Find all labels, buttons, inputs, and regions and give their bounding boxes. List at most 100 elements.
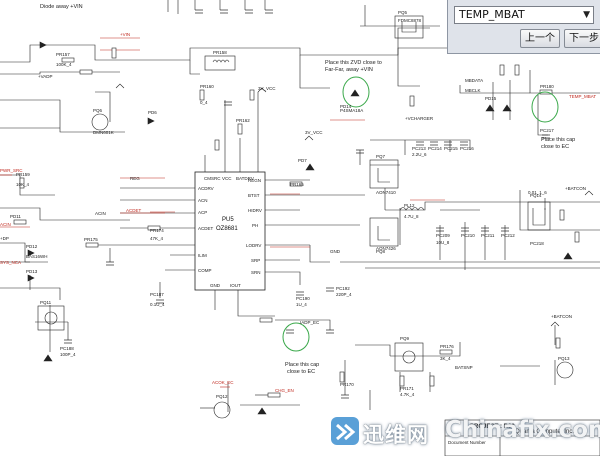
- svg-text:100K_4: 100K_4: [56, 62, 72, 67]
- svg-text:CHG_EN: CHG_EN: [275, 388, 294, 393]
- svg-text:PWR_SRC: PWR_SRC: [0, 168, 23, 173]
- svg-text:PC212: PC212: [501, 233, 515, 238]
- svg-text:PR171: PR171: [400, 386, 414, 391]
- svg-text:ACIN: ACIN: [0, 222, 11, 227]
- net-wire-group: [0, 37, 445, 388]
- svg-text:VCC: VCC: [222, 176, 232, 181]
- diode-group: [27, 41, 573, 415]
- svg-text:+BATCON: +BATCON: [565, 186, 586, 191]
- svg-text:PR160: PR160: [200, 84, 214, 89]
- svg-text:100P_4: 100P_4: [60, 352, 76, 357]
- svg-text:REGN: REGN: [248, 178, 261, 183]
- svg-text:close to EC: close to EC: [541, 144, 569, 150]
- svg-text:PQ6: PQ6: [93, 108, 103, 113]
- search-value: TEMP_MBAT: [459, 8, 525, 21]
- svg-text:AON7410: AON7410: [376, 190, 396, 195]
- watermark-cn: 迅维网: [363, 423, 429, 447]
- svg-text:PR158: PR158: [213, 50, 227, 55]
- svg-text:PC210: PC210: [461, 233, 475, 238]
- ic-pu5: PU5 OZ8681 ACDRV ACN ACP ACDET ILIM COMP…: [194, 171, 266, 291]
- svg-text:FDMC8878: FDMC8878: [398, 18, 422, 23]
- svg-text:Place this cap: Place this cap: [285, 362, 319, 368]
- svg-text:ACN: ACN: [198, 198, 208, 203]
- search-dropdown[interactable]: TEMP_MBAT ▼: [454, 6, 594, 24]
- svg-text:0.01_1_6: 0.01_1_6: [528, 190, 547, 195]
- svg-text:PD11: PD11: [10, 214, 21, 219]
- svg-text:REG: REG: [130, 176, 140, 181]
- chevron-down-icon[interactable]: ▼: [583, 10, 590, 20]
- svg-text:4.7U_8: 4.7U_8: [404, 214, 419, 219]
- svg-text:PC214: PC214: [428, 146, 442, 151]
- svg-text:ACDRV: ACDRV: [198, 186, 214, 191]
- title-company: Quanta Computer Inc.: [515, 429, 574, 435]
- svg-text:PQ13: PQ13: [558, 356, 570, 361]
- title-block: [444, 419, 600, 456]
- watermark-en: Chinafix.com: [445, 417, 600, 443]
- find-toolbar: TEMP_MBAT ▼ 上一个 下一步: [447, 0, 600, 54]
- svg-text:+VCHARGER: +VCHARGER: [405, 116, 434, 121]
- svg-text:PR157: PR157: [56, 52, 70, 57]
- svg-text:220P_4: 220P_4: [336, 292, 352, 297]
- svg-text:Far-Far, away +VIN: Far-Far, away +VIN: [325, 67, 373, 73]
- capacitor-group: [64, 9, 550, 399]
- power-symbol-group: [115, 83, 594, 327]
- svg-text:PR175: PR175: [84, 237, 98, 242]
- next-result-button[interactable]: 下一步: [564, 29, 600, 48]
- svg-text:PR162: PR162: [236, 118, 250, 123]
- svg-text:DMN601K: DMN601K: [93, 130, 114, 135]
- prev-result-button[interactable]: 上一个: [520, 29, 560, 48]
- svg-text:PR170: PR170: [340, 382, 354, 387]
- ic-ref: PU5: [222, 217, 234, 223]
- svg-text:PH: PH: [252, 223, 258, 228]
- title-project: PROJECT : R63: [470, 424, 515, 430]
- svg-text:PQ8: PQ8: [376, 249, 386, 254]
- xunwei-logo-icon: [331, 417, 359, 445]
- highlight-circle-group: [282, 76, 559, 352]
- svg-text:PC215: PC215: [444, 146, 458, 151]
- svg-text:3V_VCC: 3V_VCC: [305, 130, 323, 135]
- svg-text:PC216: PC216: [460, 146, 474, 151]
- svg-text:P4SMA18A: P4SMA18A: [340, 108, 363, 113]
- svg-text:SRP: SRP: [251, 258, 260, 263]
- ic-part: OZ8681: [216, 226, 238, 232]
- svg-text:PC209: PC209: [436, 233, 450, 238]
- svg-text:HIDRV: HIDRV: [248, 208, 262, 213]
- svg-text:Place this ZVD close to: Place this ZVD close to: [325, 60, 382, 66]
- svg-text:PC188: PC188: [60, 346, 74, 351]
- svg-text:ACDET: ACDET: [126, 208, 142, 213]
- svg-text:+VADP: +VADP: [38, 74, 53, 79]
- svg-text:AON7426: AON7426: [376, 246, 396, 251]
- svg-text:PC187: PC187: [150, 292, 164, 297]
- svg-text:BATDRV: BATDRV: [236, 176, 254, 181]
- svg-text:PD14: PD14: [340, 104, 352, 109]
- svg-text:ACDET: ACDET: [198, 226, 214, 231]
- title-doc: Document Number: [448, 440, 486, 445]
- svg-text:PC217: PC217: [540, 128, 554, 133]
- svg-text:10U_8: 10U_8: [436, 240, 450, 245]
- svg-text:4.7K_4: 4.7K_4: [400, 392, 415, 397]
- svg-text:PR180: PR180: [540, 84, 554, 89]
- svg-text:1U_4: 1U_4: [296, 302, 307, 307]
- svg-text:PQ12: PQ12: [216, 394, 228, 399]
- svg-text:CMSRC: CMSRC: [204, 176, 221, 181]
- svg-text:PQ5: PQ5: [398, 10, 408, 15]
- svg-text:PL12: PL12: [404, 203, 415, 208]
- svg-text:PQ7: PQ7: [376, 154, 386, 159]
- svg-text:BAS16WH: BAS16WH: [26, 254, 48, 259]
- svg-text:PR159: PR159: [16, 172, 30, 177]
- svg-text:Place this cap: Place this cap: [541, 137, 575, 143]
- svg-text:ILIM: ILIM: [198, 253, 207, 258]
- svg-text:PD13: PD13: [26, 269, 38, 274]
- svg-text:0.1U_4: 0.1U_4: [150, 302, 165, 307]
- svg-text:+DP: +DP: [0, 236, 9, 241]
- svg-text:MBDATA: MBDATA: [465, 78, 483, 83]
- svg-text:PQ9: PQ9: [400, 336, 410, 341]
- svg-text:MBCLK: MBCLK: [465, 88, 481, 93]
- svg-text:ACP: ACP: [198, 210, 207, 215]
- svg-text:LODRV: LODRV: [246, 243, 261, 248]
- svg-text:PQ11: PQ11: [40, 300, 52, 305]
- svg-text:SRN: SRN: [251, 270, 261, 275]
- mosfet-group: [37, 15, 574, 419]
- svg-text:3K_4: 3K_4: [440, 356, 451, 361]
